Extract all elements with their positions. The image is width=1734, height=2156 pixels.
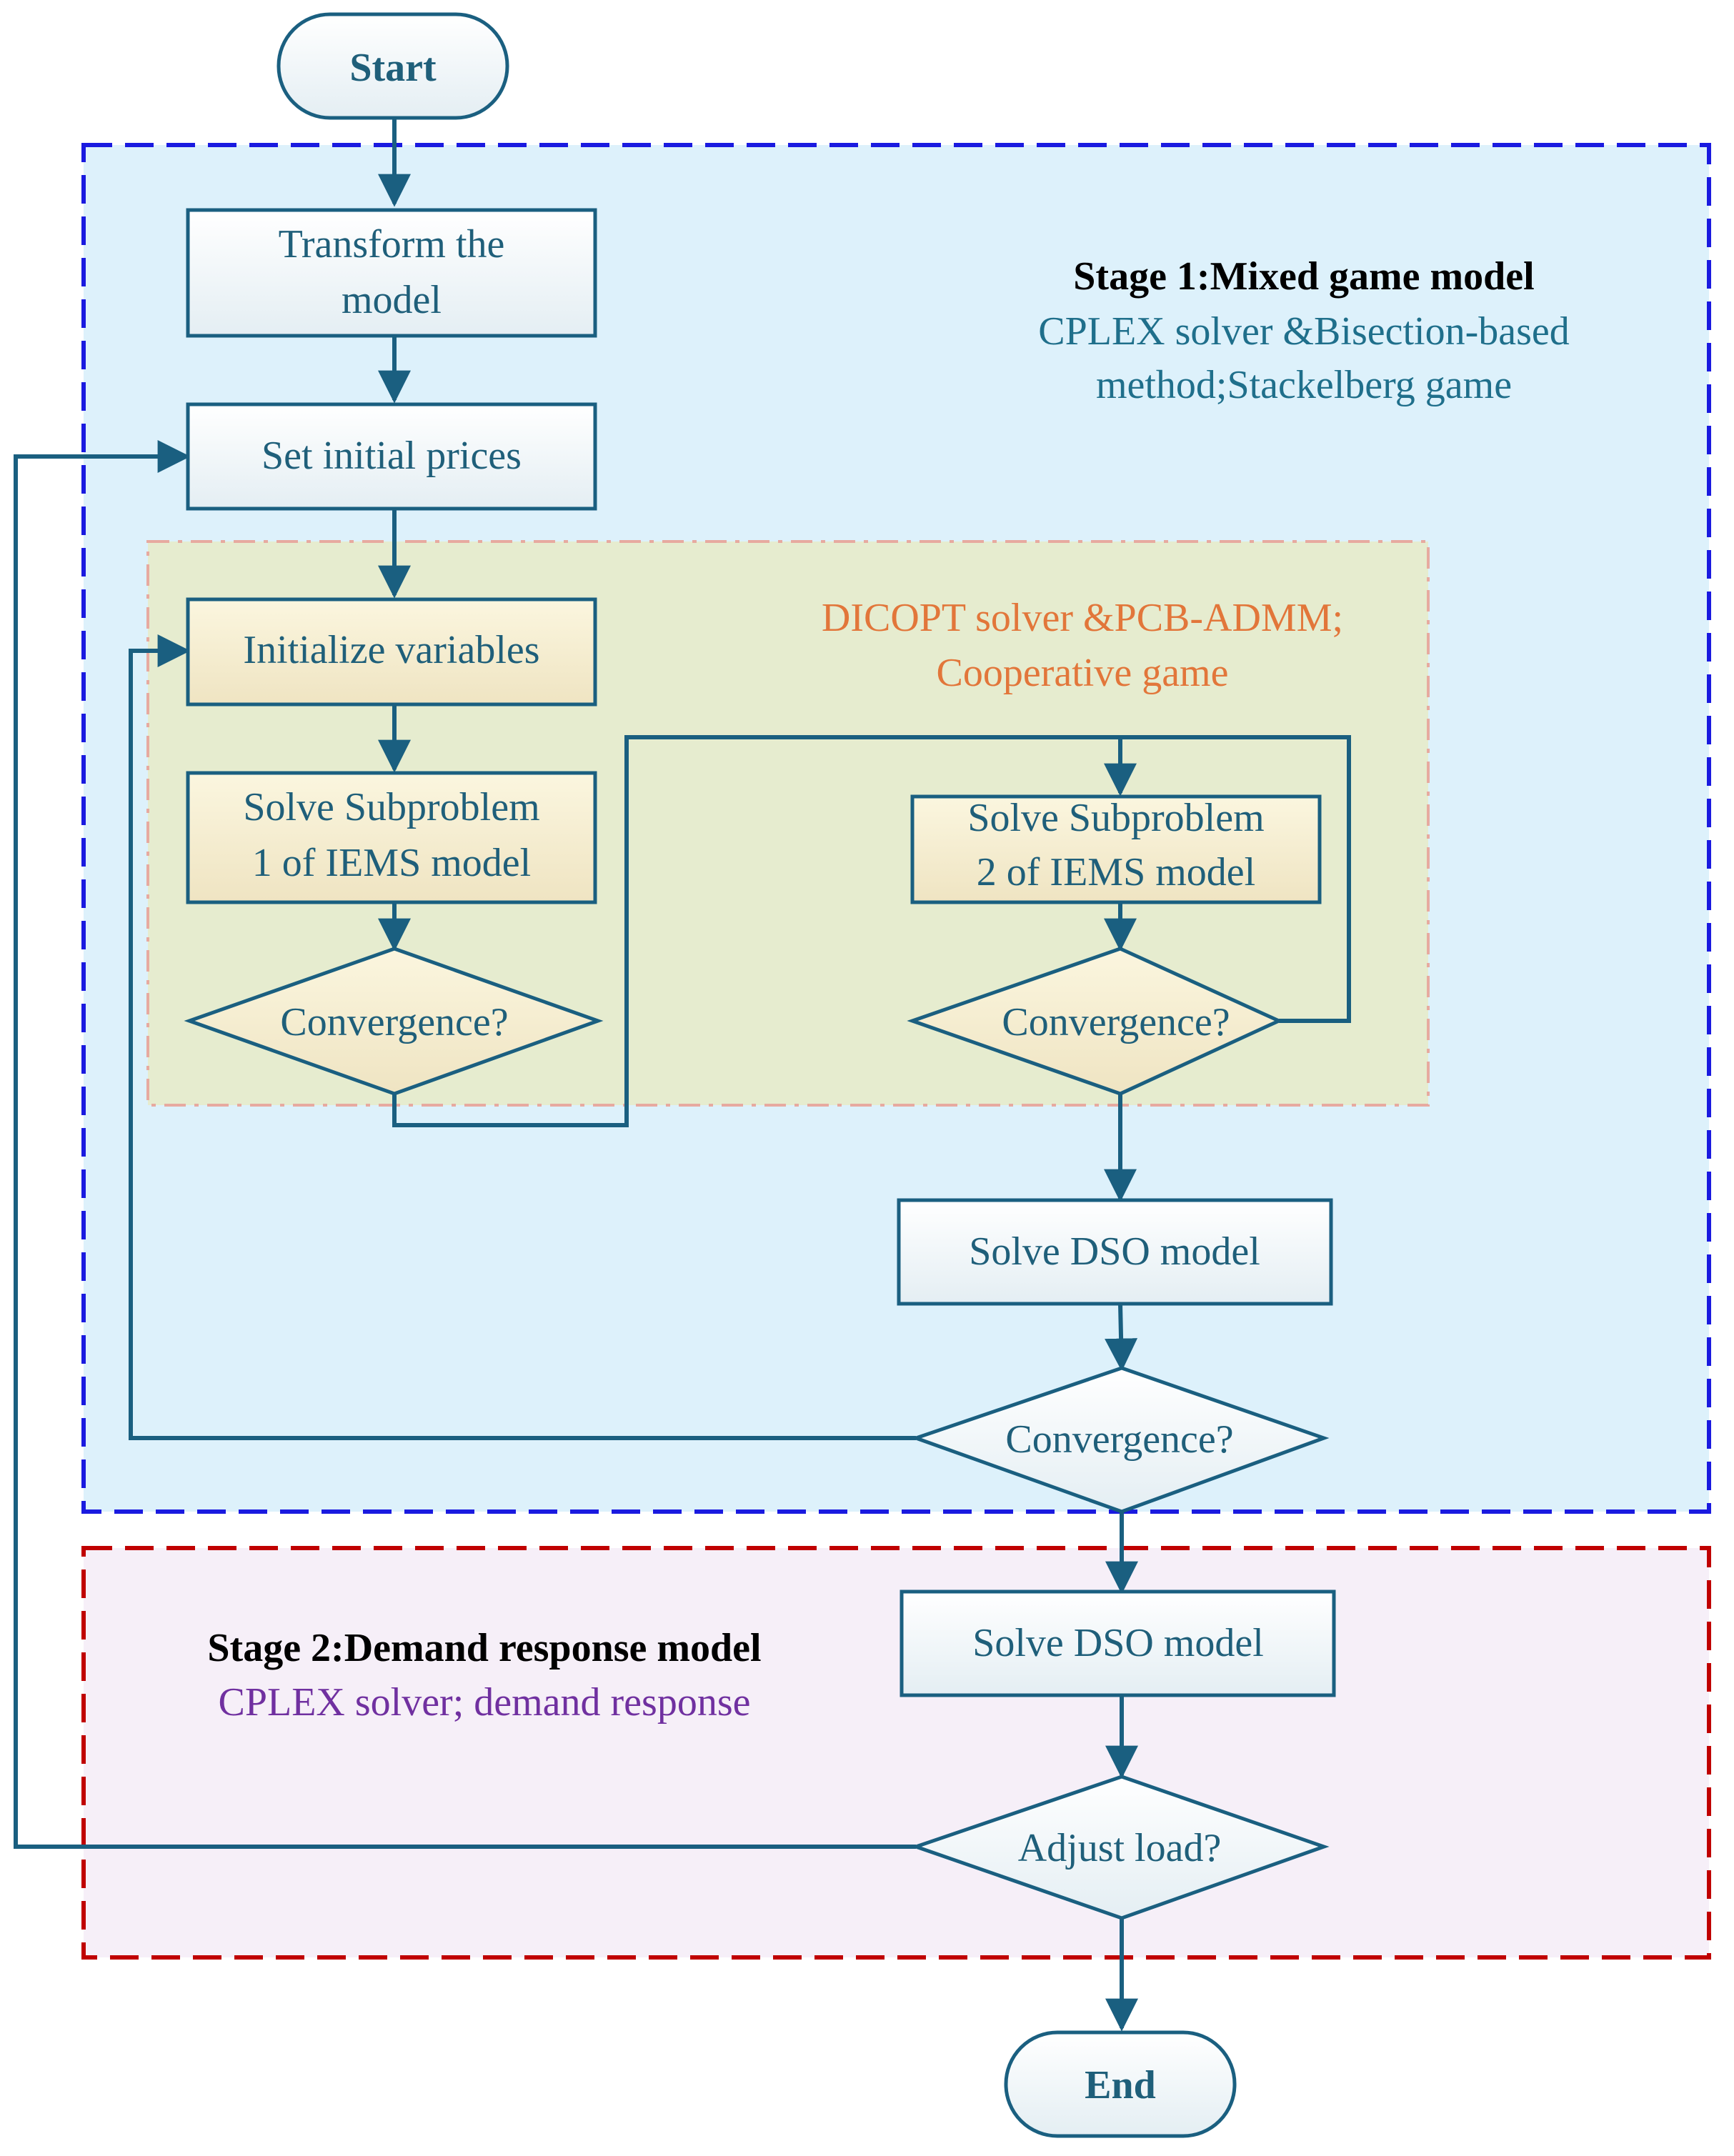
arrow-dso1-conv3	[1105, 1303, 1138, 1372]
stage2-title: Stage 2:Demand response model	[207, 1626, 761, 1670]
loop-conv3-init	[129, 634, 916, 1440]
stage1-title: Stage 1:Mixed game model	[1073, 254, 1534, 299]
stage2-note: CPLEX solver; demand response	[219, 1680, 751, 1725]
solve-dso-stage2-box: Solve DSO model	[900, 1589, 1336, 1697]
start-label: Start	[349, 46, 437, 90]
sub1-label-line2: 1 of IEMS model	[252, 841, 531, 885]
solve-dso-stage1-box: Solve DSO model	[897, 1198, 1333, 1306]
set-prices-label: Set initial prices	[261, 434, 522, 478]
stage1-note-line2: method;Stackelberg game	[1096, 363, 1512, 407]
transform-model-box: Transform the model	[186, 208, 597, 338]
conv3-label: Convergence?	[1005, 1417, 1233, 1462]
convergence2-decision: Convergence?	[907, 947, 1284, 1096]
initialize-variables-box: Initialize variables	[186, 597, 597, 707]
loop-adjust-prices	[14, 440, 916, 1849]
start-terminal: Start	[276, 12, 509, 120]
end-label: End	[1085, 2063, 1156, 2107]
cooperative-note-line2: Cooperative game	[937, 651, 1229, 695]
stage2-region	[81, 1546, 1711, 1960]
init-vars-label: Initialize variables	[243, 628, 539, 672]
stage1-note-line1: CPLEX solver &Bisection-based	[1038, 309, 1569, 354]
end-terminal: End	[1004, 2030, 1237, 2138]
convergence1-decision: Convergence?	[184, 947, 604, 1096]
convergence3-decision: Convergence?	[910, 1366, 1330, 1514]
dso1-label: Solve DSO model	[969, 1229, 1260, 1274]
conv2-label: Convergence?	[1002, 1000, 1230, 1044]
cooperative-note-line1: DICOPT solver &PCB-ADMM;	[822, 596, 1343, 640]
transform-label-line2: model	[342, 278, 442, 322]
subproblem1-box: Solve Subproblem 1 of IEMS model	[186, 771, 597, 904]
transform-label-line1: Transform the	[279, 222, 505, 266]
subproblem2-box: Solve Subproblem 2 of IEMS model	[910, 794, 1322, 904]
set-initial-prices-box: Set initial prices	[186, 402, 597, 511]
line-conv1-sub2	[392, 735, 1137, 1127]
conv1-label: Convergence?	[280, 1000, 508, 1044]
sub2-label-line1: Solve Subproblem	[967, 796, 1264, 840]
sub1-label-line1: Solve Subproblem	[243, 785, 539, 829]
dso2-label: Solve DSO model	[972, 1621, 1264, 1665]
adjust-load-decision: Adjust load?	[910, 1775, 1330, 1920]
adjust-label: Adjust load?	[1018, 1826, 1222, 1870]
connectors	[14, 118, 1351, 2032]
sub2-label-line2: 2 of IEMS model	[977, 850, 1255, 894]
loop-conv2-sub2	[1120, 735, 1351, 1023]
